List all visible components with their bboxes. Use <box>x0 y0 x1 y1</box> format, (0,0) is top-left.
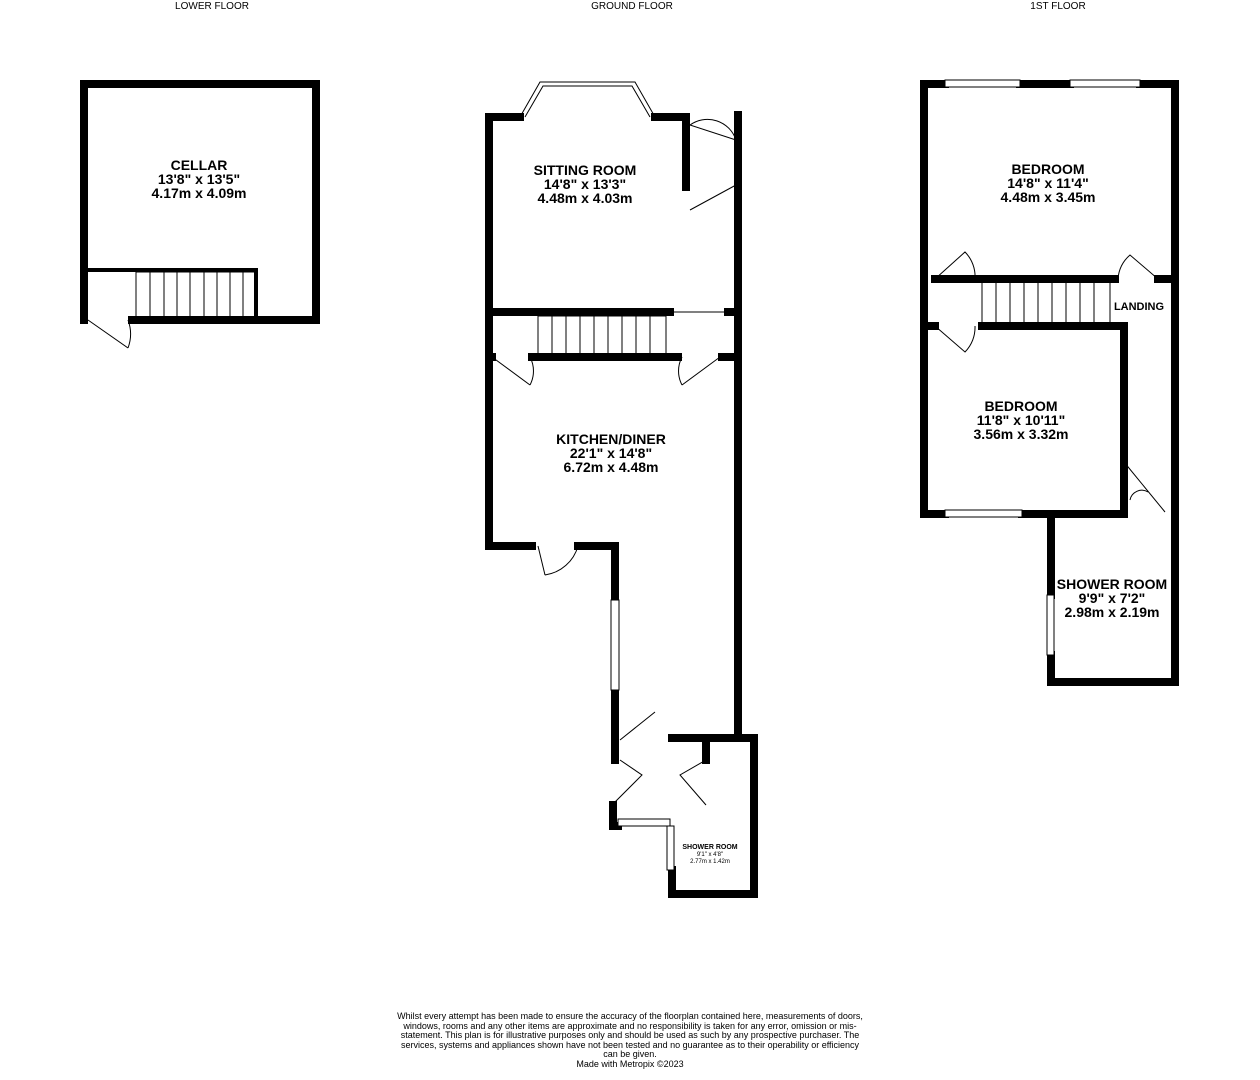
first-shower-name: SHOWER ROOM <box>1057 576 1167 592</box>
sitting-room-imperial: 14'8" x 13'3" <box>544 176 626 192</box>
cellar-walls <box>80 80 320 349</box>
first-shower-metric: 2.98m x 2.19m <box>1065 604 1160 620</box>
bedroom2-imperial: 11'8" x 10'11" <box>977 412 1065 428</box>
sitting-room-name: SITTING ROOM <box>534 162 637 178</box>
disclaimer-block: Whilst every attempt has been made to en… <box>395 1011 865 1069</box>
landing-name: LANDING <box>1114 301 1164 313</box>
credit-text: Made with Metropix ©2023 <box>576 1058 684 1069</box>
ground-shower-name: SHOWER ROOM <box>682 844 737 851</box>
first-floor-walls <box>920 79 1179 686</box>
floor-title-ground: GROUND FLOOR <box>591 1 673 12</box>
floor-title-first: 1ST FLOOR <box>1030 1 1085 12</box>
first-shower-imperial: 9'9" x 7'2" <box>1079 590 1146 606</box>
kitchen-name: KITCHEN/DINER <box>556 431 666 447</box>
bedroom1-imperial: 14'8" x 11'4" <box>1007 175 1088 191</box>
ground-floor-walls <box>485 81 758 898</box>
ground-shower-imperial: 9'1" x 4'8" <box>697 852 723 858</box>
floor-title-lower: LOWER FLOOR <box>175 1 249 12</box>
disclaimer-text: Whilst every attempt has been made to en… <box>397 1011 863 1059</box>
cellar-metric: 4.17m x 4.09m <box>152 185 247 201</box>
cellar-name: CELLAR <box>171 157 228 173</box>
cellar-stairs <box>135 271 257 319</box>
ground-shower-metric: 2.77m x 1.42m <box>690 859 730 865</box>
kitchen-metric: 6.72m x 4.48m <box>564 459 659 475</box>
ground-stairs <box>537 315 667 355</box>
sitting-room-metric: 4.48m x 4.03m <box>538 190 633 206</box>
bedroom1-metric: 4.48m x 3.45m <box>1001 189 1096 205</box>
first-stairs <box>981 281 1111 325</box>
kitchen-imperial: 22'1" x 14'8" <box>570 445 652 461</box>
bedroom2-metric: 3.56m x 3.32m <box>974 426 1069 442</box>
cellar-imperial: 13'8" x 13'5" <box>158 171 240 187</box>
bedroom2-name: BEDROOM <box>984 398 1057 414</box>
bedroom1-name: BEDROOM <box>1011 161 1084 177</box>
